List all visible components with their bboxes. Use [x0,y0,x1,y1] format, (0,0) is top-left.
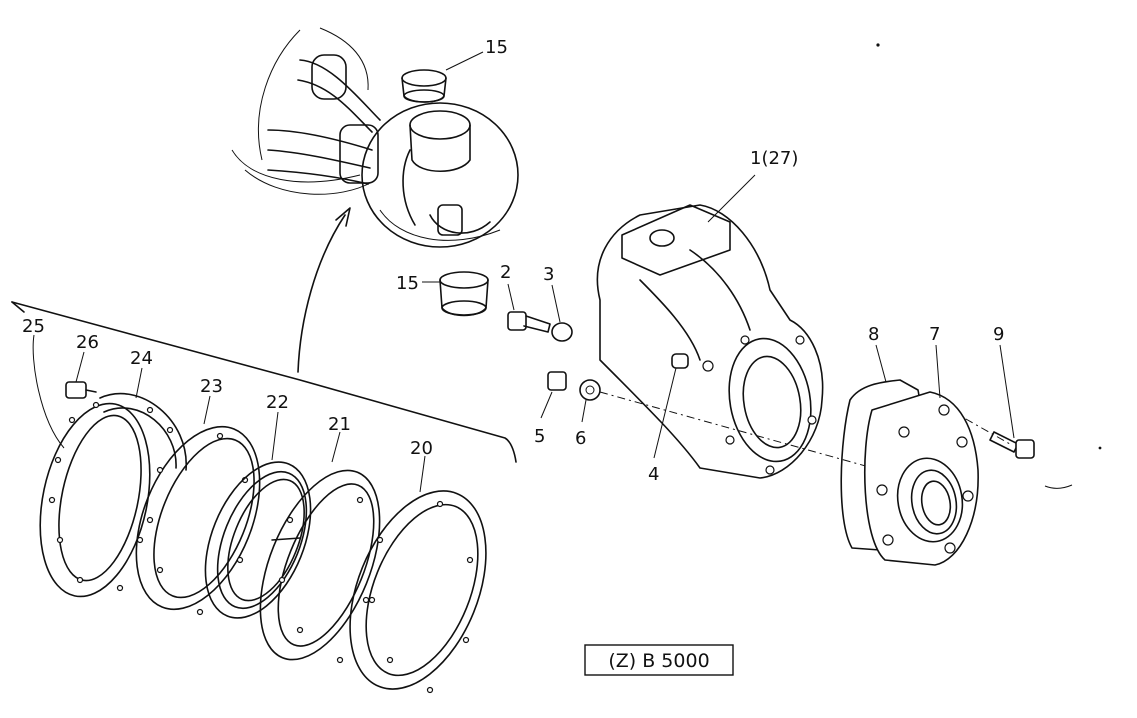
part-25-gasket-ring [39,401,151,598]
part-3-washer [551,322,573,342]
label-part-22: 22 [266,392,289,413]
part-20-gasket-ring [349,490,487,694]
assembly-axis-line [599,391,881,471]
axle-housing-sketch [231,27,519,248]
label-part-1: 1(27) [750,148,798,169]
label-part-23: 23 [200,376,223,397]
part-23-gasket-ring [135,425,261,616]
part-15-lower-bushing [439,271,489,317]
stray-dot [1098,446,1102,450]
label-part-2: 2 [500,262,511,283]
part-24-shim-ring [99,392,187,471]
bracket-line [11,301,517,463]
label-part-24: 24 [130,348,153,369]
figure-code-box: (Z) B 5000 [584,644,734,676]
label-part-5: 5 [534,426,545,447]
assembly-arrow [297,207,351,373]
part-21-gasket-ring [259,469,381,664]
part-22-seal-ring [204,461,312,619]
label-part-6: 6 [575,428,586,449]
label-part-9: 9 [993,324,1004,345]
label-part-21: 21 [328,414,351,435]
part-15-upper-bushing [401,69,447,103]
leader-lines [32,51,1015,493]
label-part-26: 26 [76,332,99,353]
part-labels: 15 15 1(27) 2 3 4 5 6 8 7 9 25 26 24 23 … [22,37,1004,485]
stray-mark [1044,484,1073,489]
part-9-bolt [989,431,1035,459]
label-part-7: 7 [929,324,940,345]
part-26-bolt [65,381,97,399]
label-part-3: 3 [543,264,554,285]
bolt-axis-line [949,409,1011,445]
part-6-washer [579,379,601,401]
part-1-carrier-housing [596,204,824,479]
part-7-cover-plate [863,391,979,566]
label-part-15-upper: 15 [485,37,508,58]
label-part-4: 4 [648,464,659,485]
label-part-15-lower: 15 [396,273,419,294]
part-5-bolt [547,371,567,391]
stray-dot [876,43,880,47]
label-part-8: 8 [868,324,879,345]
label-part-25: 25 [22,316,45,337]
label-part-20: 20 [410,438,433,459]
part-2-bolt [507,311,551,333]
figure-code: (Z) B 5000 [608,650,709,672]
